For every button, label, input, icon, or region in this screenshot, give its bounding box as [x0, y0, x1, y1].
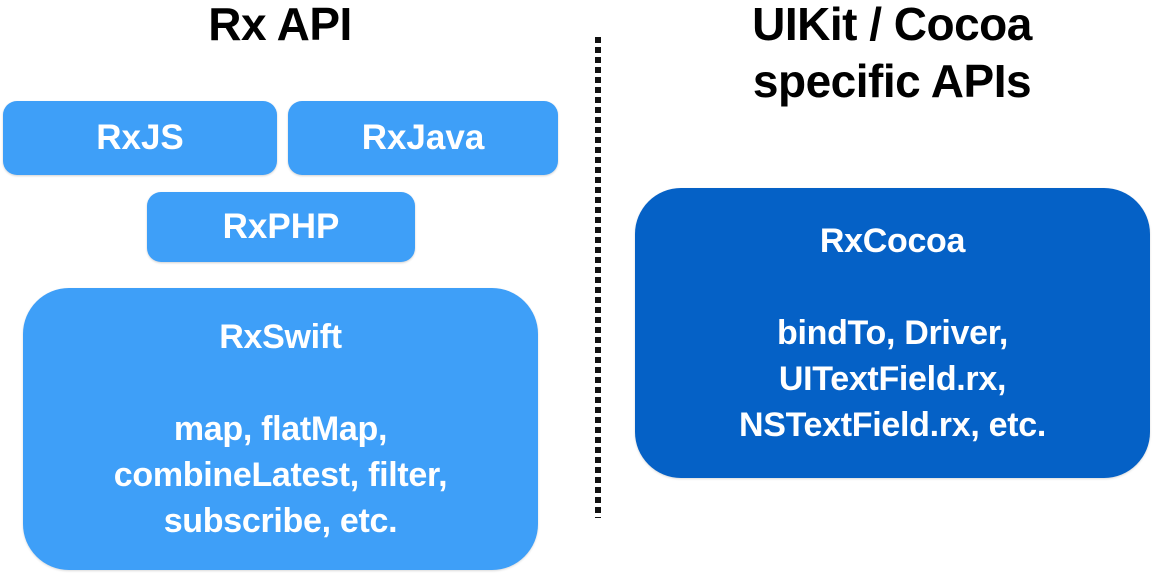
- box-rxswift-title: RxSwift: [219, 318, 342, 356]
- box-rxjs-label: RxJS: [96, 118, 184, 157]
- rxcocoa-api-line: UITextField.rx,: [778, 360, 1007, 398]
- box-rxcocoa-title: RxCocoa: [819, 222, 966, 260]
- box-rxswift: RxSwift map, flatMap, combineLatest, fil…: [23, 288, 538, 570]
- right-column-title-line2: specific APIs: [752, 55, 1032, 107]
- box-rxcocoa-content: RxCocoa bindTo, Driver, UITextField.rx, …: [739, 218, 1046, 448]
- box-rxjava-label: RxJava: [361, 118, 485, 157]
- rxcocoa-api-line: NSTextField.rx, etc.: [738, 406, 1047, 444]
- blank-line: [114, 360, 447, 406]
- rxswift-api-line: subscribe, etc.: [163, 502, 398, 540]
- rxswift-api-line: map, flatMap,: [173, 410, 388, 448]
- rxswift-api-line: combineLatest, filter,: [113, 456, 448, 494]
- dotted-divider-line: [595, 37, 601, 518]
- box-rxswift-content: RxSwift map, flatMap, combineLatest, fil…: [113, 314, 448, 544]
- right-column-title-line1: UIKit / Cocoa: [752, 0, 1032, 50]
- right-column-title: UIKit / Cocoa specific APIs: [633, 0, 1151, 110]
- left-column-title: Rx API: [208, 0, 352, 50]
- box-rxjava: RxJava: [288, 101, 558, 175]
- box-rxjs: RxJS: [3, 101, 277, 175]
- box-rxcocoa: RxCocoa bindTo, Driver, UITextField.rx, …: [635, 188, 1150, 478]
- blank-line: [739, 264, 1046, 310]
- box-rxphp: RxPHP: [147, 192, 415, 262]
- rxcocoa-api-line: bindTo, Driver,: [776, 314, 1008, 352]
- box-rxphp-label: RxPHP: [222, 207, 340, 246]
